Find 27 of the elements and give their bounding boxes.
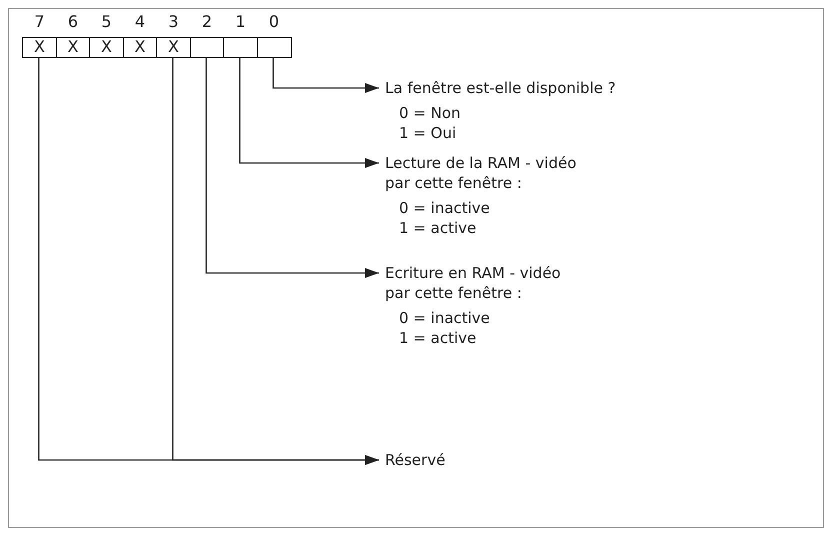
bit-number: 3: [167, 13, 180, 30]
value-meaning: 1 = active: [399, 218, 478, 238]
description-text: Lecture de la RAM - vidéo par cette fenêtre :: [385, 153, 578, 193]
bit-number: 4: [134, 13, 146, 30]
description-text: La fenêtre est-elle disponible ?: [385, 78, 617, 98]
arrow: [206, 58, 379, 278]
value-meaning: 0 = inactive: [399, 198, 491, 218]
bit-number: 2: [200, 13, 214, 30]
bit-number: 7: [33, 13, 46, 30]
arrow: [272, 58, 379, 93]
bit-value: X: [34, 37, 45, 56]
value-meaning: 0 = inactive: [399, 308, 491, 328]
description-text: Ecriture en RAM - vidéo par cette fenêtre :: [385, 263, 562, 303]
bit-value: X: [168, 37, 179, 56]
bit-value: X: [68, 37, 78, 56]
description-text: Réservé: [385, 450, 446, 470]
bit-value: X: [134, 37, 146, 56]
value-meaning: 0 = Non: [399, 103, 462, 123]
arrow: [239, 58, 379, 168]
bit-value: X: [101, 37, 112, 56]
bit-number: 6: [66, 13, 80, 30]
arrow: [172, 58, 379, 465]
bit-number: 0: [268, 13, 280, 30]
bit-number: 5: [100, 13, 113, 30]
bit-number: 1: [234, 13, 247, 30]
value-meaning: 1 = active: [399, 328, 478, 348]
value-meaning: 1 = Oui: [399, 123, 458, 143]
